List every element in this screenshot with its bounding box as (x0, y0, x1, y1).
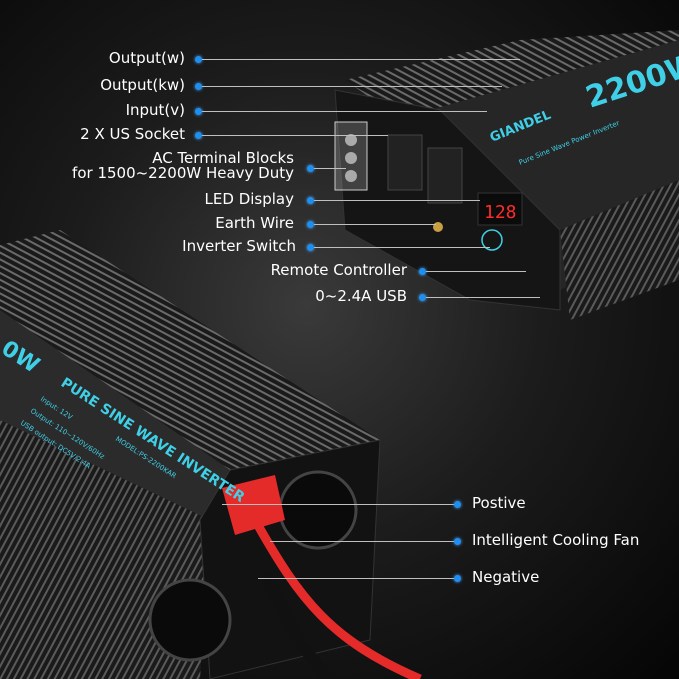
callout-dot (454, 501, 461, 508)
callout-line (202, 86, 502, 87)
callout-dot (419, 268, 426, 275)
bottom-inverter: PURE SINE WAVE INVERTER Input: 12V Outpu… (0, 230, 422, 679)
callout-line (202, 59, 520, 60)
callout-line (314, 200, 480, 201)
callout-positive: Postive (472, 494, 526, 512)
callout-earth-wire: Earth Wire (215, 214, 294, 232)
callout-dot (307, 165, 314, 172)
callout-dot (195, 132, 202, 139)
callout-dot (195, 108, 202, 115)
callout-remote-controller: Remote Controller (270, 261, 407, 279)
callout-line (314, 247, 490, 248)
callout-us-socket: 2 X US Socket (80, 125, 185, 143)
led-display-value: 128 (484, 202, 517, 223)
callout-line (202, 135, 388, 136)
callout-dot (307, 221, 314, 228)
callout-inverter-switch: Inverter Switch (182, 237, 296, 255)
callout-ac-terminal-line2: for 1500~2200W Heavy Duty (72, 164, 294, 182)
callout-dot (454, 575, 461, 582)
callout-led-display: LED Display (204, 190, 294, 208)
callout-line (426, 297, 540, 298)
callout-line (314, 168, 346, 169)
callout-dot (195, 56, 202, 63)
callout-dot (307, 244, 314, 251)
callout-cooling-fan: Intelligent Cooling Fan (472, 531, 640, 549)
callout-dot (454, 538, 461, 545)
callout-usb: 0~2.4A USB (315, 287, 407, 305)
callout-dot (195, 83, 202, 90)
callout-output-w: Output(w) (108, 49, 185, 67)
callout-line (202, 111, 487, 112)
callout-ac-terminal: AC Terminal Blocks for 1500~2200W Heavy … (72, 151, 294, 181)
callout-input-v: Input(v) (125, 101, 185, 119)
callout-dot (419, 294, 426, 301)
callout-output-kw: Output(kw) (100, 76, 185, 94)
callout-line (314, 224, 436, 225)
callout-line (426, 271, 526, 272)
callout-ac-terminal-line1: AC Terminal Blocks (152, 149, 294, 167)
callout-dot (307, 197, 314, 204)
callout-line (222, 504, 456, 505)
callout-line (258, 578, 456, 579)
callout-negative: Negative (472, 568, 540, 586)
top-inverter: 128 2200W GIANDEL Pure Sine Wave Power I… (334, 30, 679, 320)
callout-line (270, 541, 456, 542)
